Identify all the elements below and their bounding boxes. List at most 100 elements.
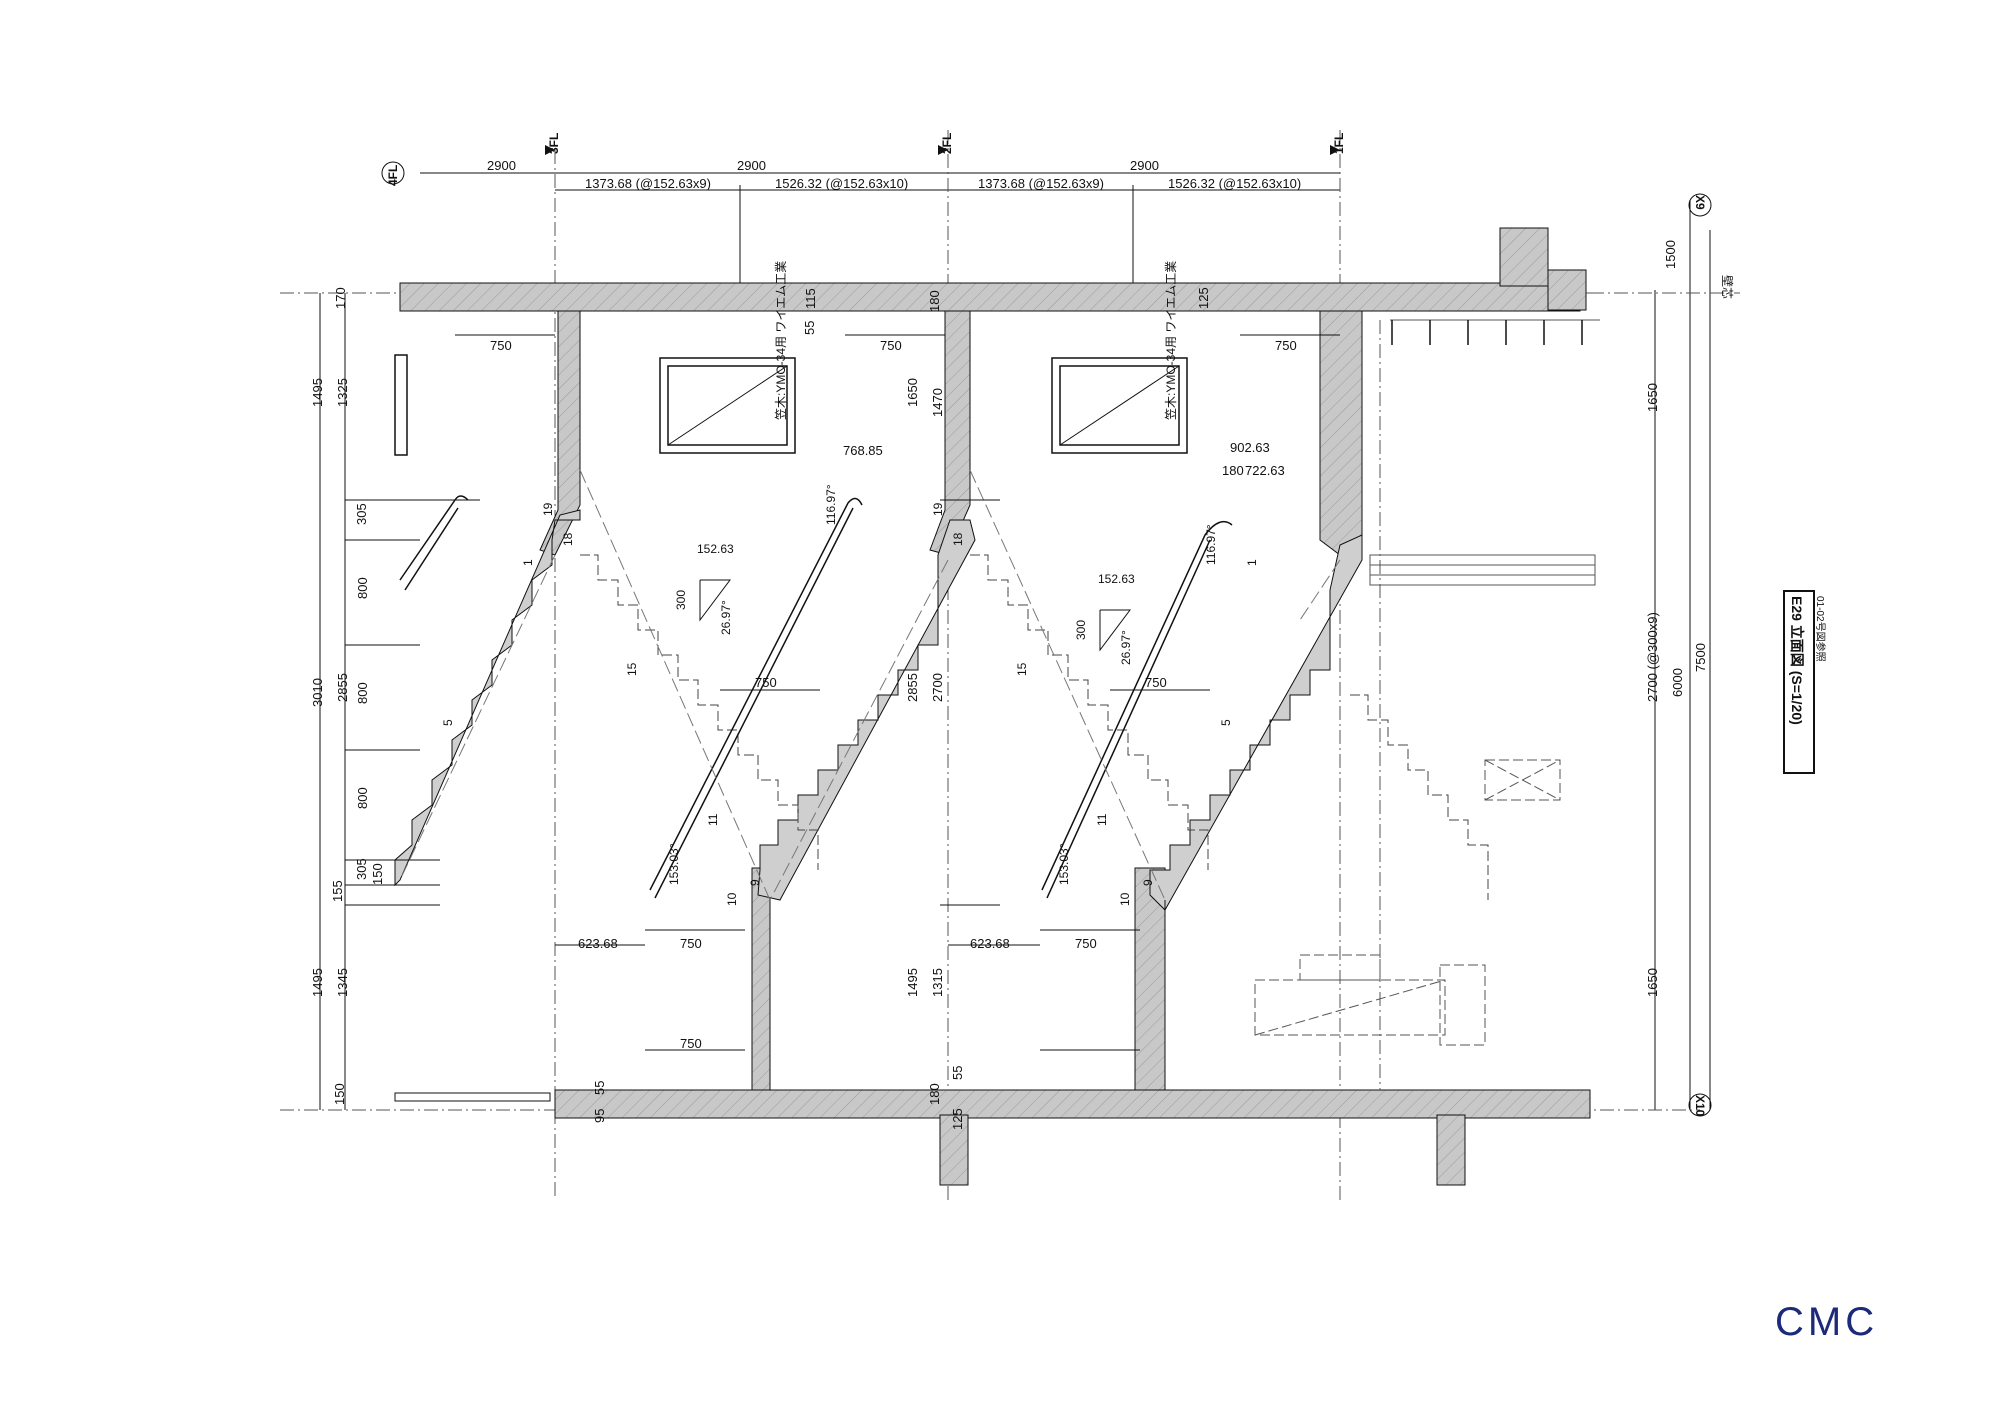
bottom-slab — [394, 1089, 1591, 1186]
step-num-b-19: 19 — [931, 502, 945, 516]
handrail-angle-top-b: 116.97° — [1204, 524, 1218, 565]
side-mark-kabeshin: 壁芯 — [1720, 275, 1735, 299]
handrail-angle-bot-a: 153.03° — [667, 843, 681, 885]
offset-dim-a: 623.68 — [578, 936, 618, 951]
center-dim-115: 115 — [803, 288, 818, 309]
right-dim-1650-bot: 1650 — [1645, 968, 1660, 997]
top-dim-b2: 722.63 — [1245, 463, 1285, 478]
step-num-a-11: 11 — [706, 813, 720, 826]
handrails — [399, 495, 1233, 899]
left-dim-mid-1: 170 — [333, 287, 348, 309]
top-dim-a: 768.85 — [843, 443, 883, 458]
step-num-a-15: 15 — [625, 662, 639, 676]
left-dim-mid-5: 2855 — [335, 673, 350, 702]
diagonal-dashes — [399, 469, 1341, 901]
stair-flight-b — [1149, 534, 1363, 911]
top-dim-b3: 180 — [1222, 463, 1244, 478]
center-dim-55: 55 — [802, 321, 817, 335]
left-dim-mid-6: 800 — [355, 682, 370, 704]
tread-dim-6: 750 — [680, 936, 702, 951]
handrail-angle-top-a: 116.97° — [824, 484, 838, 525]
center-dim-2700: 2700 — [930, 673, 945, 702]
right-dim-1650-top: 1650 — [1645, 383, 1660, 412]
right-dim-1500: 1500 — [1663, 240, 1678, 269]
center-dim-180: 180 — [927, 290, 942, 312]
left-dim-mid-3: 305 — [354, 503, 369, 525]
offset-dim-b: 623.68 — [970, 936, 1010, 951]
stair-flight-a — [757, 519, 976, 901]
left-dim-mid-7: 800 — [355, 787, 370, 809]
floor-markers: 4FL 3FL 2FL 1FL X9 X10 壁芯 — [381, 133, 1735, 1117]
tread-dim-3: 750 — [1275, 338, 1297, 353]
step-num-a-19: 19 — [541, 502, 555, 516]
step-num-b-18: 18 — [951, 532, 965, 546]
rail-posts — [1391, 320, 1583, 345]
run-label-a: 152.63 — [697, 542, 734, 556]
stair-zigzag-c — [1350, 694, 1489, 900]
angle-label-b: 26.97° — [1119, 630, 1133, 665]
grid-mark-x10: X10 — [1693, 1095, 1707, 1117]
dim-top-span-1: 2900 — [487, 158, 516, 173]
floor-mark-4fl: 4FL — [386, 165, 400, 186]
right-dim-6000: 6000 — [1670, 668, 1685, 697]
left-dim-outer-1: 1495 — [310, 378, 325, 407]
center-dim-180b: 180 — [927, 1083, 942, 1105]
dim-top-sub-3: 1373.68 (@152.63x9) — [978, 176, 1104, 191]
center-dim-1470: 1470 — [930, 388, 945, 417]
window-a — [659, 357, 796, 454]
rise-label-a: 300 — [674, 590, 688, 610]
tread-dim-8: 750 — [680, 1036, 702, 1051]
right-dim-2700: 2700 (@300x9) — [1645, 612, 1660, 702]
top-dim-b: 902.63 — [1230, 440, 1270, 455]
left-dim-lines — [319, 293, 1000, 1110]
step-num-b-11: 11 — [1095, 813, 1109, 826]
left-dim-outer-3: 1495 — [310, 968, 325, 997]
dim-top-span-2: 2900 — [737, 158, 766, 173]
center-dim-1315: 1315 — [930, 968, 945, 997]
step-num-a-18: 18 — [561, 532, 575, 546]
step-num-b-9: 9 — [1141, 879, 1155, 886]
dim-top-sub-2: 1526.32 (@152.63x10) — [775, 176, 908, 191]
drawing-subtitle: 01-02号図参照 — [1814, 596, 1825, 662]
left-dim-small-1: 150 — [370, 863, 385, 885]
tread-dim-1: 750 — [490, 338, 512, 353]
center-dim-2855: 2855 — [905, 673, 920, 702]
slope-triangle-b — [1099, 609, 1131, 652]
grid-mark-x9: X9 — [1693, 195, 1707, 210]
window-note-b: 笠木:YMO-34用 ワイエム工業 — [1163, 261, 1178, 420]
walls — [539, 310, 1363, 1091]
window-note-a: 笠木:YMO-34用 ワイエム工業 — [773, 261, 788, 420]
dim-top-sub-4: 1526.32 (@152.63x10) — [1168, 176, 1301, 191]
left-dim-mid-10: 1345 — [335, 968, 350, 997]
step-num-a-10: 10 — [725, 892, 739, 906]
cmc-logo: CMC — [1775, 1300, 1879, 1344]
step-num-a-9: 9 — [748, 879, 762, 886]
center-dim-1495: 1495 — [905, 968, 920, 997]
stair-zigzag-b — [970, 554, 1209, 870]
right-dim-7500: 7500 — [1693, 643, 1708, 672]
left-dim-outer-2: 3010 — [310, 678, 325, 707]
step-num-b-5: 5 — [1219, 719, 1233, 726]
drawing-title: E29 立面図 (S=1/20) — [1789, 596, 1805, 725]
run-label-b: 152.63 — [1098, 572, 1135, 586]
left-dim-mid-11: 150 — [332, 1083, 347, 1105]
dim-top-span-3: 2900 — [1130, 158, 1159, 173]
left-dim-mid-4: 800 — [355, 577, 370, 599]
rise-label-b: 300 — [1074, 620, 1088, 640]
tread-dim-7: 750 — [1075, 936, 1097, 951]
left-dim-mid-9: 155 — [330, 880, 345, 902]
stair-flight-left — [394, 509, 581, 887]
tread-dim-lines — [455, 334, 1340, 1051]
handrail-angle-bot-b: 153.03° — [1057, 843, 1071, 885]
small-dim-95: 95 — [592, 1109, 607, 1123]
left-dim-mid-2: 1325 — [335, 378, 350, 407]
tread-dim-2: 750 — [880, 338, 902, 353]
top-slab — [399, 227, 1587, 312]
center-dim-125: 125 — [950, 1108, 965, 1130]
tread-dim-5: 750 — [1145, 675, 1167, 690]
center-dim-55b: 55 — [950, 1066, 965, 1080]
step-num-a-5: 5 — [441, 719, 455, 726]
small-dim-55: 55 — [592, 1081, 607, 1095]
step-num-b-10: 10 — [1118, 892, 1132, 906]
